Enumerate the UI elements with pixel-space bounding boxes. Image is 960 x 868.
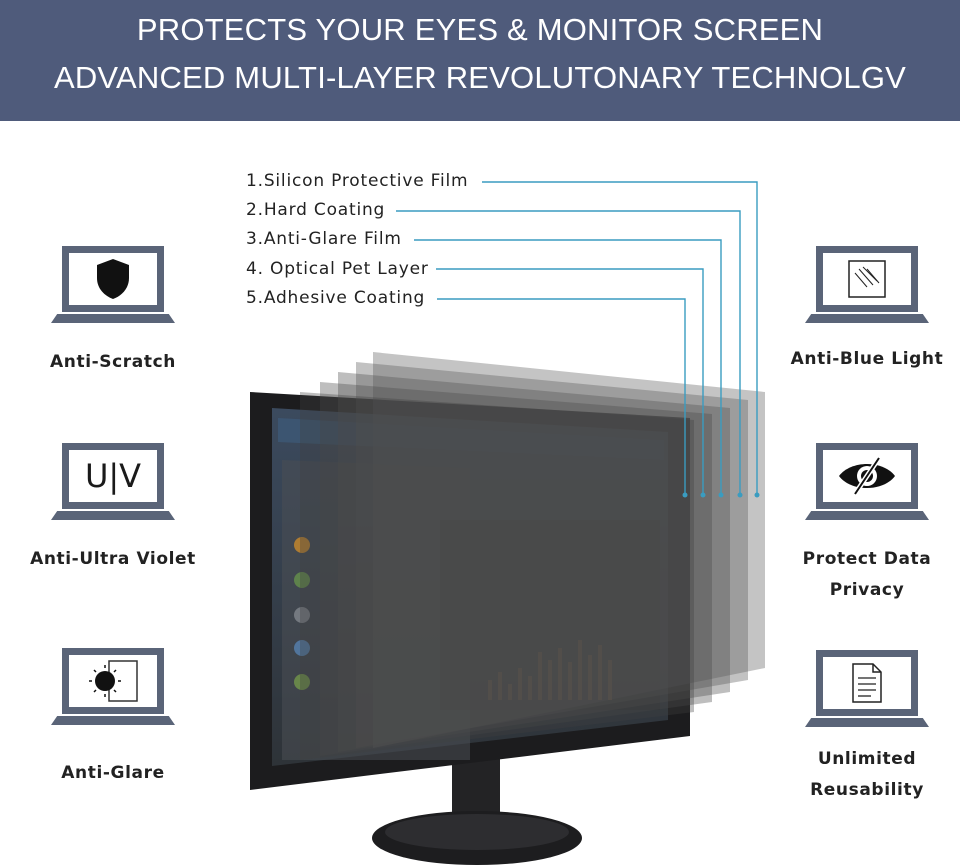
layer-label-anti-glare-film: 3.Anti-Glare Film	[246, 229, 402, 249]
feature-unlimited-reusability: Unlimited Reusability	[772, 650, 960, 806]
feature-label-protect-data-privacy: Protect Data Privacy	[802, 549, 932, 600]
feature-label-anti-blue-light: Anti-Blue Light	[790, 349, 944, 369]
uv-icon: U|V	[84, 457, 142, 495]
leader-line-dots	[682, 492, 760, 498]
monitor	[250, 392, 690, 790]
laptop-frame-icon	[51, 246, 175, 328]
feature-anti-glare: Anti-Glare	[18, 648, 208, 789]
feature-protect-data-privacy: Protect Data Privacy	[772, 443, 960, 606]
banner-title-line-1: PROTECTS YOUR EYES & MONITOR SCREEN	[136, 12, 824, 47]
feature-anti-blue-light: Anti-Blue Light	[772, 246, 960, 375]
crossed-eye-icon	[823, 450, 911, 502]
layer-label-adhesive-coating: 5.Adhesive Coating	[246, 288, 426, 308]
feature-label-anti-scratch: Anti-Scratch	[50, 352, 176, 372]
document-icon	[823, 657, 911, 709]
feature-label-anti-ultra-violet: Anti-Ultra Violet	[30, 549, 196, 569]
film-layers	[300, 352, 765, 760]
feature-label-anti-glare: Anti-Glare	[61, 763, 165, 783]
layer-label-silicon-film: 1.Silicon Protective Film	[246, 171, 469, 191]
feature-label-unlimited-reusability: Unlimited Reusability	[810, 749, 924, 800]
laptop-frame-icon	[51, 648, 175, 730]
shield-icon	[69, 253, 157, 305]
layer-label-hard-coating: 2.Hard Coating	[246, 200, 386, 220]
sun-glare-icon	[69, 655, 157, 707]
layer-label-optical-pet-layer: 4. Optical Pet Layer	[246, 259, 429, 279]
hatched-square-icon	[823, 253, 911, 305]
leader-lines	[396, 181, 758, 494]
laptop-frame-icon	[805, 443, 929, 525]
feature-anti-ultra-violet: U|V Anti-Ultra Violet	[18, 443, 208, 575]
laptop-frame-icon: U|V	[51, 443, 175, 525]
laptop-frame-icon	[805, 246, 929, 328]
feature-anti-scratch: Anti-Scratch	[18, 246, 208, 378]
banner-title-line-2: ADVANCED MULTI-LAYER REVOLUTONARY TECHNO…	[53, 60, 907, 95]
header-banner: PROTECTS YOUR EYES & MONITOR SCREEN ADVA…	[0, 0, 960, 121]
laptop-frame-icon	[805, 650, 929, 732]
